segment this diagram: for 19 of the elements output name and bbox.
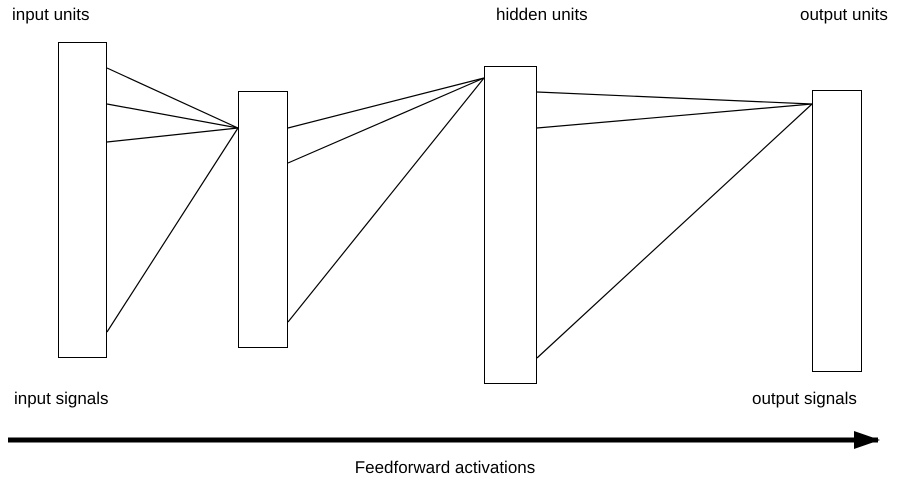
connection-line: [288, 77, 484, 164]
unit-bar: [484, 66, 537, 384]
layer-label: hidden units: [496, 5, 588, 25]
unit-bar: [812, 90, 862, 372]
connection-line: [106, 67, 238, 129]
connection-line: [536, 103, 812, 129]
axis-caption: Feedforward activations: [354, 458, 536, 478]
connection-line: [106, 103, 238, 129]
connection-line: [536, 104, 812, 358]
layer-label: output units: [800, 5, 888, 25]
connection-line: [106, 128, 238, 332]
unit-bar: [238, 91, 288, 348]
unit-bar: [58, 42, 107, 358]
connection-line: [106, 127, 238, 143]
connection-line: [288, 77, 484, 129]
layer-label: input units: [12, 5, 90, 25]
connection-line: [288, 78, 484, 322]
layer-label: output signals: [752, 389, 857, 409]
layer-label: input signals: [14, 389, 109, 409]
